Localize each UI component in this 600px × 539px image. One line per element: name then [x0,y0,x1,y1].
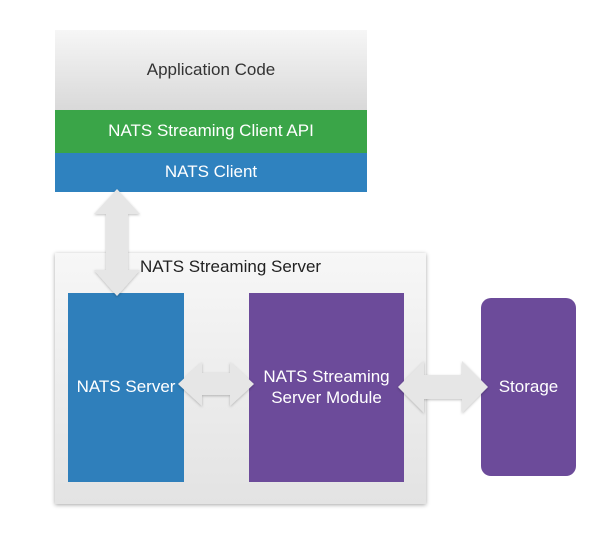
storage-block: Storage [481,298,576,476]
streaming-server-module-block: NATS Streaming Server Module [249,293,404,482]
storage-label: Storage [498,376,559,396]
nats-streaming-client-api-layer: NATS Streaming Client API [55,110,367,153]
application-code-layer: Application Code [55,30,367,110]
module-label-line1: NATS Streaming [263,367,390,387]
server-title: NATS Streaming Server [140,257,322,276]
nats-client-layer: NATS Client [55,153,367,192]
client-server-double-arrow [94,189,140,296]
server-module-double-arrow [178,362,254,406]
module-label: NATS Streaming Server Module [263,367,389,408]
client-api-label: NATS Streaming Client API [108,121,314,141]
nats-server-label: NATS Server [76,377,176,397]
nats-client-label: NATS Client [164,162,258,182]
nats-server-block: NATS Server [68,293,184,482]
module-label-line2: Server Module [271,387,382,407]
application-code-label: Application Code [146,60,276,79]
module-storage-double-arrow [398,361,488,413]
